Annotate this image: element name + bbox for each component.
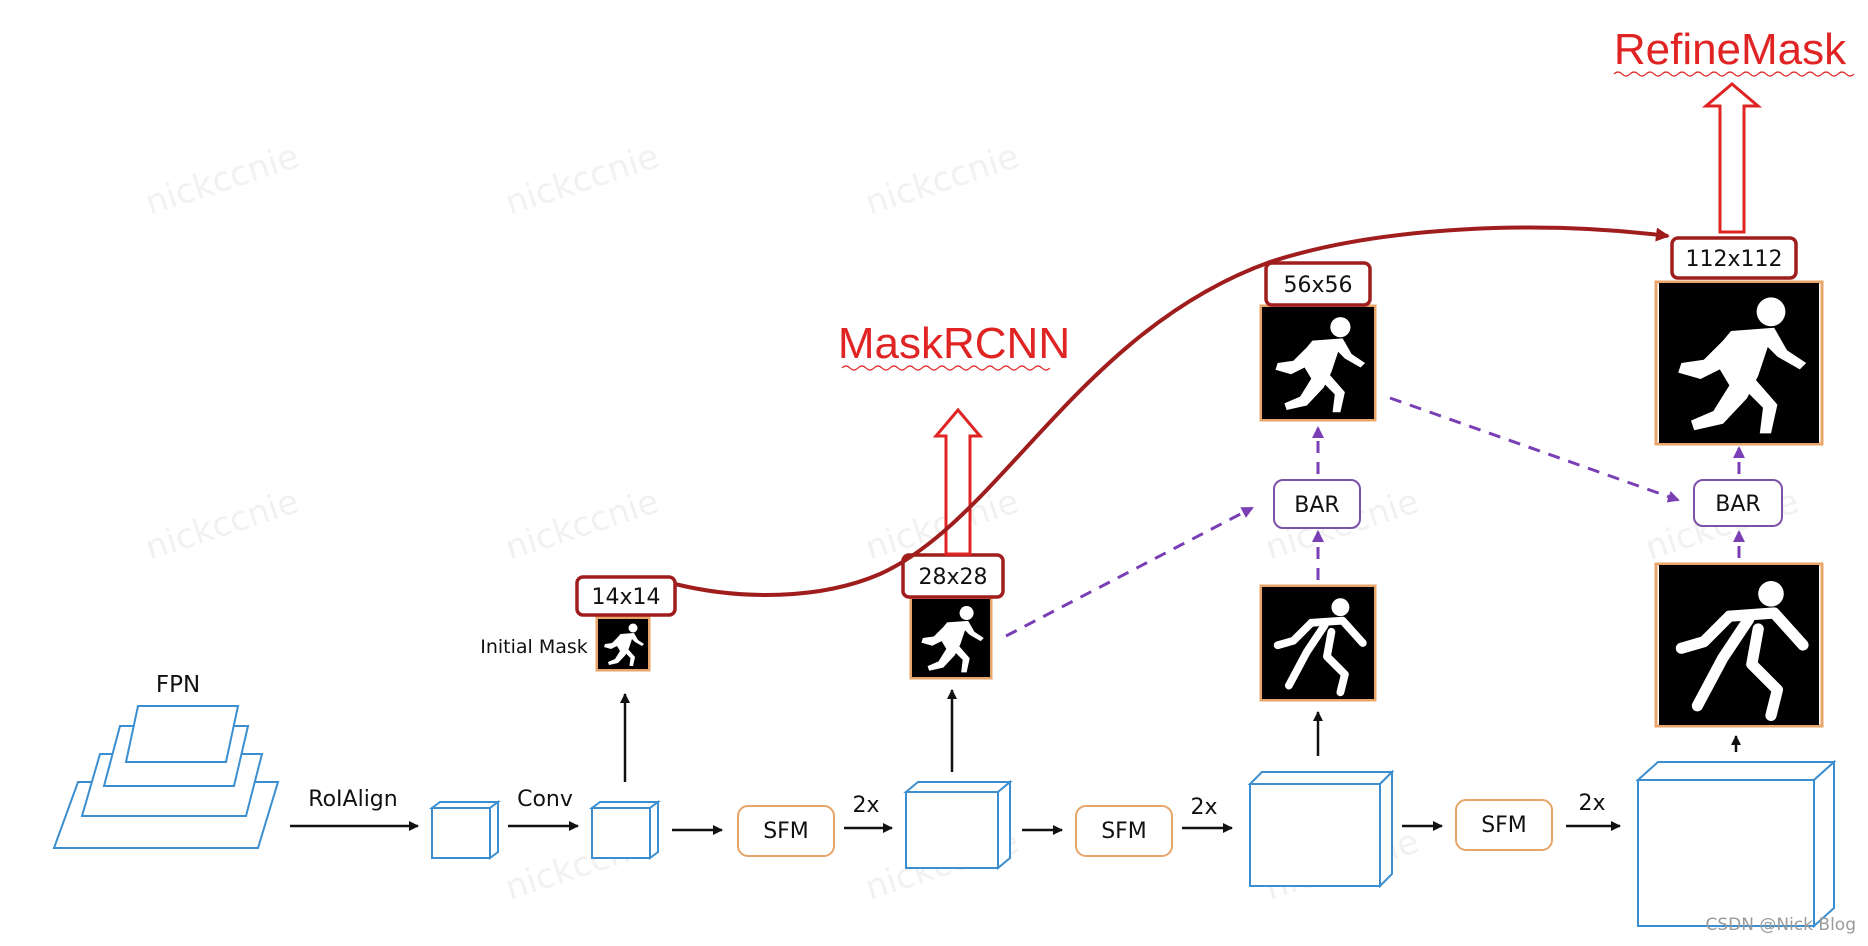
fpn-label: FPN bbox=[156, 672, 200, 698]
upsample-label-2: 2x bbox=[1190, 795, 1217, 820]
mask-56-icon bbox=[1262, 307, 1374, 419]
sfm-label-2: SFM bbox=[1101, 819, 1147, 844]
roi-feature-cube bbox=[429, 800, 501, 860]
cube-front bbox=[905, 791, 999, 869]
size-box-14 bbox=[575, 575, 677, 617]
roialign-label: RoIAlign bbox=[308, 787, 397, 812]
dashed-arrow-28-to-bar-1 bbox=[1005, 506, 1254, 638]
progressive-refinement-curve bbox=[674, 225, 1670, 597]
conv-label: Conv bbox=[517, 787, 573, 812]
cube-front bbox=[591, 807, 651, 859]
sfm-label-3: SFM bbox=[1481, 813, 1527, 838]
feature-cube-28 bbox=[903, 779, 1013, 871]
cube-front bbox=[1249, 783, 1381, 887]
maskrcnn-underline bbox=[841, 365, 1051, 371]
initial-mask-icon bbox=[598, 619, 648, 669]
sfm-box-3 bbox=[1455, 799, 1553, 851]
mask-56-boundary-frame bbox=[1259, 584, 1377, 702]
mask-112-boundary-frame bbox=[1654, 562, 1824, 728]
refinemask-label: RefineMask bbox=[1614, 25, 1847, 74]
bar-label-1: BAR bbox=[1294, 493, 1339, 518]
feature-cube-56 bbox=[1247, 769, 1395, 889]
mask-112-icon bbox=[1659, 283, 1819, 443]
size-label-14: 14x14 bbox=[591, 585, 660, 610]
watermark-text: nickccnie bbox=[860, 136, 1023, 223]
cube-side bbox=[489, 800, 499, 860]
refinemask-underline bbox=[1613, 71, 1855, 77]
mask-112-boundary-icon bbox=[1659, 565, 1819, 725]
watermark-text: nickccnie bbox=[500, 481, 663, 568]
size-label-28: 28x28 bbox=[918, 565, 987, 590]
size-label-56: 56x56 bbox=[1283, 273, 1352, 298]
dashed-arrow-56-to-bar-2 bbox=[1389, 396, 1680, 503]
fpn-stack: FPN bbox=[52, 672, 280, 849]
upsample-label-1: 2x bbox=[852, 793, 879, 818]
cube-front bbox=[431, 807, 491, 859]
cube-top bbox=[1635, 761, 1837, 781]
watermark-text: nickccnie bbox=[140, 136, 303, 223]
watermark-text: nickccnie bbox=[500, 136, 663, 223]
mask-112-frame bbox=[1654, 280, 1824, 446]
refinemask-output-arrow bbox=[1701, 82, 1763, 234]
watermark-text: nickccnie bbox=[140, 481, 303, 568]
maskrcnn-output-arrow bbox=[932, 407, 984, 556]
cube-side bbox=[1379, 769, 1393, 889]
maskrcnn-label: MaskRCNN bbox=[838, 319, 1070, 368]
size-label-112: 112x112 bbox=[1685, 247, 1782, 272]
cube-side bbox=[649, 800, 659, 860]
initial-mask-frame bbox=[595, 616, 651, 672]
cube-side bbox=[997, 779, 1011, 871]
size-box-112 bbox=[1670, 236, 1798, 280]
credit-text: CSDN @Nick Blog bbox=[1706, 915, 1857, 935]
feature-cube-112 bbox=[1635, 759, 1837, 929]
fpn-level-1 bbox=[124, 705, 240, 763]
cube-top bbox=[1247, 771, 1395, 785]
cube-front bbox=[1637, 779, 1815, 927]
cube-side bbox=[1813, 759, 1835, 929]
conv-feature-cube bbox=[589, 800, 661, 860]
bar-label-2: BAR bbox=[1715, 492, 1760, 517]
size-box-56 bbox=[1264, 261, 1372, 307]
upsample-label-3: 2x bbox=[1578, 791, 1605, 816]
bar-box-1 bbox=[1273, 479, 1361, 529]
cube-top bbox=[903, 781, 1013, 793]
sfm-box-2 bbox=[1075, 805, 1173, 857]
mask-28-icon bbox=[912, 599, 990, 677]
initial-mask-label: Initial Mask bbox=[480, 636, 588, 658]
sfm-label-1: SFM bbox=[763, 819, 809, 844]
mask-56-boundary-icon bbox=[1262, 587, 1374, 699]
sfm-box-1 bbox=[737, 805, 835, 857]
bar-box-2 bbox=[1693, 479, 1783, 527]
